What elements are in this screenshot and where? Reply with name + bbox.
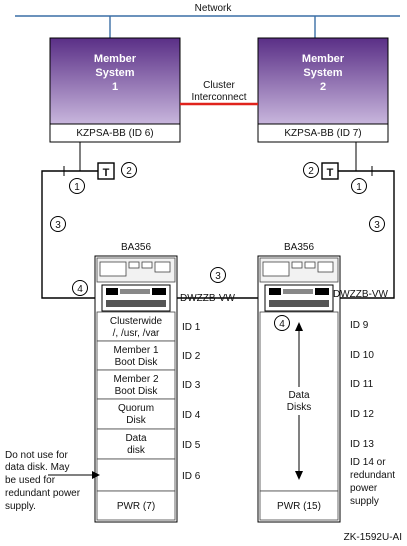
left-slot-2-line1: Member 1: [113, 345, 158, 356]
member-system-2-line1: Member: [302, 53, 345, 65]
figure-code: ZK-1592U-AI: [344, 532, 402, 543]
callout-3-right: [369, 216, 385, 232]
right-id-14-line3: power: [350, 483, 378, 494]
terminator-2-letter: T: [327, 167, 334, 179]
member-system-2-line2: System: [303, 67, 342, 79]
member-system-1-line3: 1: [112, 81, 118, 93]
left-slot-2-line2: Boot Disk: [115, 357, 159, 368]
left-pwr-label: PWR (7): [117, 501, 155, 512]
left-slot-5-line2: disk: [127, 445, 146, 456]
left-id-2: ID 2: [182, 351, 201, 362]
member-system-1-line1: Member: [94, 53, 137, 65]
note-line-1: Do not use for: [5, 450, 68, 461]
left-slot-5: [96, 428, 176, 460]
network-label: Network: [195, 3, 233, 14]
right-id-14-line2: redundant: [350, 470, 395, 481]
callout-2-left: [121, 162, 137, 178]
member-system-1: Member System 1 KZPSA-BB (ID 6): [49, 37, 181, 143]
adapter-label-2: KZPSA-BB (ID 7): [284, 128, 361, 139]
cluster-interconnect-line1: Cluster: [203, 80, 235, 91]
callout-4-left-text: 4: [77, 284, 83, 295]
terminator-1: [97, 162, 115, 180]
left-id-1: ID 1: [182, 322, 201, 333]
callout-1-left-text: 1: [74, 182, 80, 193]
callout-1-right-text: 1: [356, 182, 362, 193]
callout-3-left: [50, 216, 66, 232]
member-system-2-line3: 2: [320, 81, 326, 93]
right-id-10: ID 10: [350, 350, 374, 361]
callout-1-left: [69, 178, 85, 194]
left-id-3: ID 3: [182, 380, 201, 391]
callout-4-right-text: 4: [279, 319, 285, 330]
adapter-box-2: [257, 123, 389, 143]
left-slot-5-line1: Data: [125, 433, 147, 444]
right-id-11: ID 11: [350, 379, 374, 390]
right-id-14-line4: supply: [350, 496, 379, 507]
callout-4-right: [274, 315, 290, 331]
right-dwzzb-label: DWZZB-VW: [333, 289, 389, 300]
adapter-box-1: [49, 123, 181, 143]
left-slot-1-line2: /, /usr, /var: [113, 328, 160, 339]
callout-4-left: [72, 280, 88, 296]
callout-2-right: [303, 162, 319, 178]
note-line-2: data disk. May: [5, 462, 69, 473]
adapter-label-1: KZPSA-BB (ID 6): [76, 128, 153, 139]
left-id-4: ID 4: [182, 410, 201, 421]
left-enclosure: Clusterwide /, /usr, /var Member 1 Boot …: [94, 255, 178, 523]
data-disks-arrowhead-down: [295, 471, 303, 480]
terminator-1-letter: T: [103, 167, 110, 179]
left-id-5: ID 5: [182, 440, 201, 451]
left-slot-3-line1: Member 2: [113, 374, 158, 385]
right-id-12: ID 12: [350, 409, 374, 420]
cluster-interconnect-line2: Interconnect: [191, 92, 246, 103]
callout-2-right-text: 2: [308, 166, 314, 177]
member-system-2: Member System 2 KZPSA-BB (ID 7): [257, 37, 389, 143]
left-slot-2: [96, 340, 176, 371]
right-enclosure-title: BA356: [284, 242, 314, 253]
redundant-power-note: Do not use for data disk. May be used fo…: [5, 450, 81, 512]
left-slot-4-line2: Disk: [126, 415, 146, 426]
terminator-2: [321, 162, 339, 180]
callout-3-left-text: 3: [55, 220, 61, 231]
right-pwr-slot: [259, 490, 339, 521]
member-system-1-line2: System: [95, 67, 134, 79]
callout-2-left-text: 2: [126, 166, 132, 177]
data-disks-arrowhead-up: [295, 322, 303, 331]
callout-1-right: [351, 178, 367, 194]
left-slot-4-line1: Quorum: [118, 403, 154, 414]
note-arrowhead: [92, 471, 100, 479]
note-line-4: redundant power: [5, 488, 81, 499]
right-pwr-label: PWR (15): [277, 501, 321, 512]
left-id-6: ID 6: [182, 471, 201, 482]
scsi-cable-left: [41, 170, 105, 299]
left-slot-6: [96, 458, 176, 492]
callout-3-right-text: 3: [374, 220, 380, 231]
left-dwzzb-label: DWZZB-VW: [180, 293, 236, 304]
left-pwr-slot: [96, 490, 176, 521]
right-id-14-line1: ID 14 or: [350, 457, 386, 468]
callout-3-middle: [210, 267, 226, 283]
note-line-5: supply.: [5, 501, 36, 512]
callout-3-middle-text: 3: [215, 271, 221, 282]
data-disks-line2: Disks: [287, 402, 311, 413]
left-slot-1: [96, 311, 176, 342]
right-enclosure: 4 Data Disks PWR (15): [257, 255, 341, 523]
left-enclosure-title: BA356: [121, 242, 151, 253]
right-id-9: ID 9: [350, 320, 369, 331]
left-slot-1-line1: Clusterwide: [110, 316, 163, 327]
note-line-3: be used for: [5, 475, 56, 486]
left-slot-3-line2: Boot Disk: [115, 386, 159, 397]
data-disks-line1: Data: [288, 390, 310, 401]
right-id-13: ID 13: [350, 439, 374, 450]
